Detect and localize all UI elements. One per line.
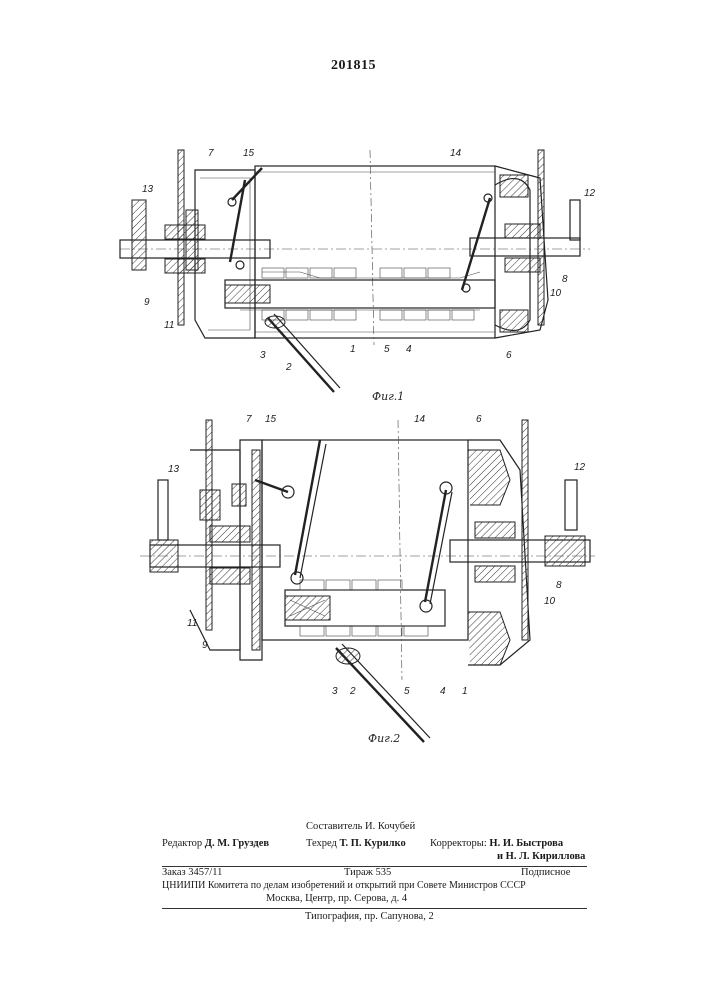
fig1-ref-7: 7 xyxy=(208,148,214,159)
order-number: Заказ 3457/11 xyxy=(162,867,222,878)
fig1-ref-3: 3 xyxy=(260,350,266,361)
compiler-line: Составитель И. Кочубей xyxy=(306,821,415,832)
fig1-ref-11: 11 xyxy=(164,320,174,331)
fig2-ref-15: 15 xyxy=(265,414,277,425)
fig1-ref-4: 4 xyxy=(406,344,412,355)
techred-line: Техред Т. П. Курилко xyxy=(306,838,406,849)
institute: ЦНИИПИ Комитета по делам изобретений и о… xyxy=(162,880,526,891)
fig1-ref-10: 10 xyxy=(550,288,562,299)
fig2-ref-13: 13 xyxy=(168,464,180,475)
fig2-ref-3: 3 xyxy=(332,686,338,697)
correctors-label: Корректоры: xyxy=(430,838,487,849)
editor-label: Редактор xyxy=(162,838,202,849)
fig2-ref-4: 4 xyxy=(440,686,446,697)
corrector-2: и Н. Л. Кириллова xyxy=(497,851,585,862)
subscription: Подписное xyxy=(521,867,570,878)
fig1-ref-15: 15 xyxy=(243,148,255,159)
fig1-ref-9: 9 xyxy=(144,297,150,308)
fig2-ref-6: 6 xyxy=(476,414,482,425)
figure-1-drawing: 7 15 14 13 12 9 11 3 2 1 5 4 6 8 10 Фиг.… xyxy=(120,148,596,403)
fig1-ref-14: 14 xyxy=(450,148,462,159)
fig2-ref-1: 1 xyxy=(462,686,468,697)
fig1-caption: Фиг.1 xyxy=(372,390,404,403)
circulation: Тираж 535 xyxy=(344,867,391,878)
fig2-caption: Фиг.2 xyxy=(368,732,400,745)
corrector-1: Н. И. Быстрова xyxy=(489,838,563,849)
techred-name: Т. П. Курилко xyxy=(340,838,406,849)
fig2-ref-12: 12 xyxy=(574,462,586,473)
techred-label: Техред xyxy=(306,838,337,849)
fig2-ref-10: 10 xyxy=(544,596,556,607)
fig2-ref-9: 9 xyxy=(202,640,208,651)
fig2-ref-7: 7 xyxy=(246,414,252,425)
fig1-ref-12: 12 xyxy=(584,188,596,199)
address: Москва, Центр, пр. Серова, д. 4 xyxy=(266,893,407,904)
fig2-ref-8: 8 xyxy=(556,580,562,591)
fig2-ref-2: 2 xyxy=(349,686,356,697)
printing-house: Типография, пр. Сапунова, 2 xyxy=(305,911,434,922)
fig2-ref-5: 5 xyxy=(404,686,410,697)
fig1-ref-8: 8 xyxy=(562,274,568,285)
fig1-ref-2: 2 xyxy=(285,362,292,373)
editor-name: Д. М. Груздев xyxy=(205,838,269,849)
fig2-ref-11: 11 xyxy=(187,618,197,629)
fig1-ref-5: 5 xyxy=(384,344,390,355)
fig1-ref-6: 6 xyxy=(506,350,512,361)
fig2-ref-14: 14 xyxy=(414,414,426,425)
figure-2-drawing: 7 15 14 6 13 12 11 9 3 2 5 4 1 8 10 Фиг.… xyxy=(140,414,595,745)
fig1-ref-1: 1 xyxy=(350,344,356,355)
footer-divider-bottom xyxy=(162,908,587,909)
fig1-ref-13: 13 xyxy=(142,184,154,195)
editor-line: Редактор Д. М. Груздев xyxy=(162,838,269,849)
correctors-line: Корректоры: Н. И. Быстрова xyxy=(430,838,563,849)
